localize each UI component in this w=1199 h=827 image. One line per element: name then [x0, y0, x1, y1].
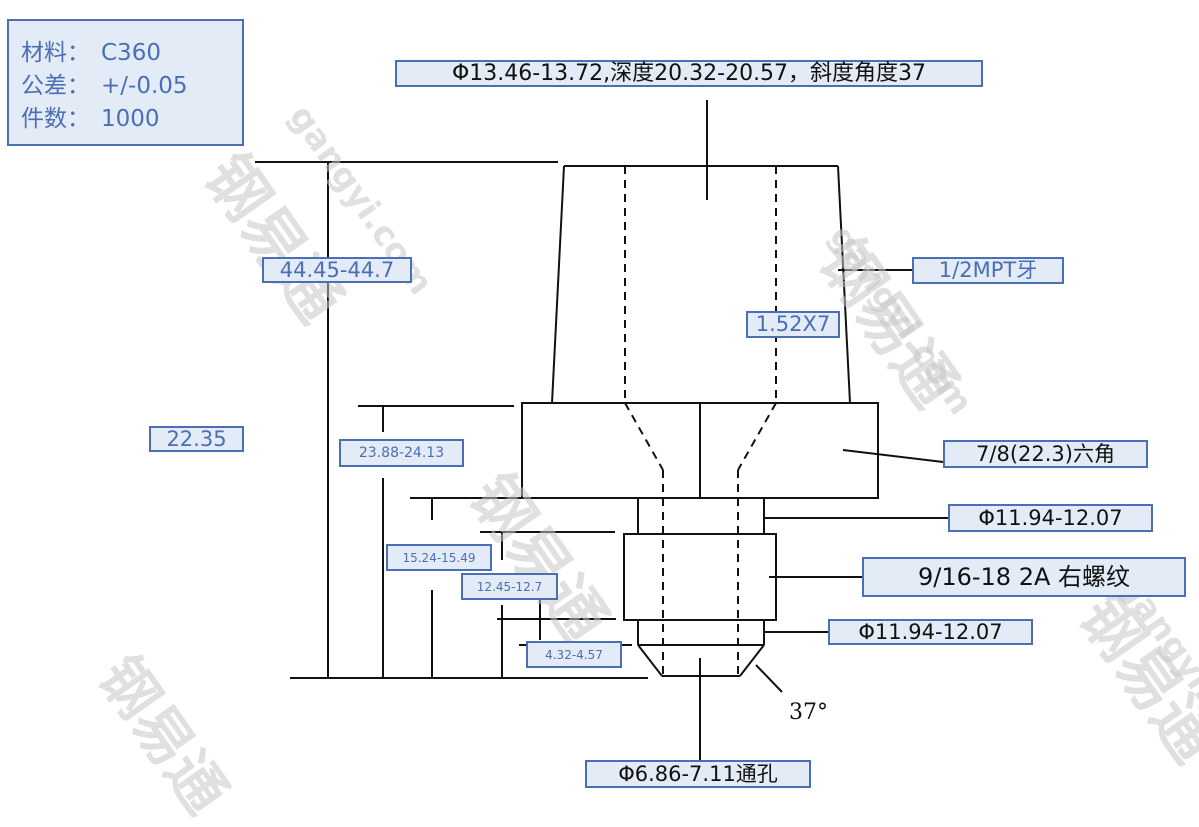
label-overall-length: 44.45-44.7 [262, 257, 412, 283]
label-through-hole: Φ6.86-7.11通孔 [585, 760, 811, 788]
spec-tolerance: 公差： +/-0.05 [21, 70, 242, 103]
label-top-bore: Φ13.46-13.72,深度20.32-20.57，斜度角度37 [395, 60, 983, 87]
label-len-2: 12.45-12.7 [461, 573, 558, 600]
spec-material: 材料： C360 [21, 37, 242, 70]
neck-1 [637, 498, 765, 534]
spec-material-key: 材料： [21, 40, 90, 66]
pipe-thread-body [551, 165, 851, 404]
spec-material-value: C360 [101, 40, 161, 66]
spec-box: 材料： C360 公差： +/-0.05 件数： 1000 [7, 19, 244, 146]
label-angle: 37° [789, 700, 828, 725]
label-left-dim: 22.35 [149, 426, 244, 452]
label-pitch: 1.52X7 [746, 311, 840, 338]
spec-quantity-key: 件数： [21, 106, 90, 132]
label-neck-dia-1: Φ11.94-12.07 [948, 504, 1153, 532]
spec-tolerance-key: 公差： [21, 73, 90, 99]
label-neck-dia-2: Φ11.94-12.07 [828, 619, 1033, 645]
thread-section [623, 533, 777, 621]
label-len-1: 15.24-15.49 [386, 544, 492, 571]
label-hex: 7/8(22.3)六角 [943, 440, 1148, 468]
label-hex-height: 23.88-24.13 [339, 439, 464, 467]
bore-hidden-lines [624, 166, 777, 676]
part-drawing [255, 100, 948, 760]
spec-quantity: 件数： 1000 [21, 103, 242, 136]
neck-2 [637, 620, 765, 645]
label-len-3: 4.32-4.57 [526, 641, 622, 668]
label-thread-right: 9/16-18 2A 右螺纹 [862, 557, 1186, 597]
spec-quantity-value: 1000 [101, 106, 160, 132]
spec-tolerance-value: +/-0.05 [101, 73, 188, 99]
label-thread-mpt: 1/2MPT牙 [912, 257, 1064, 284]
hex-section [521, 402, 879, 499]
